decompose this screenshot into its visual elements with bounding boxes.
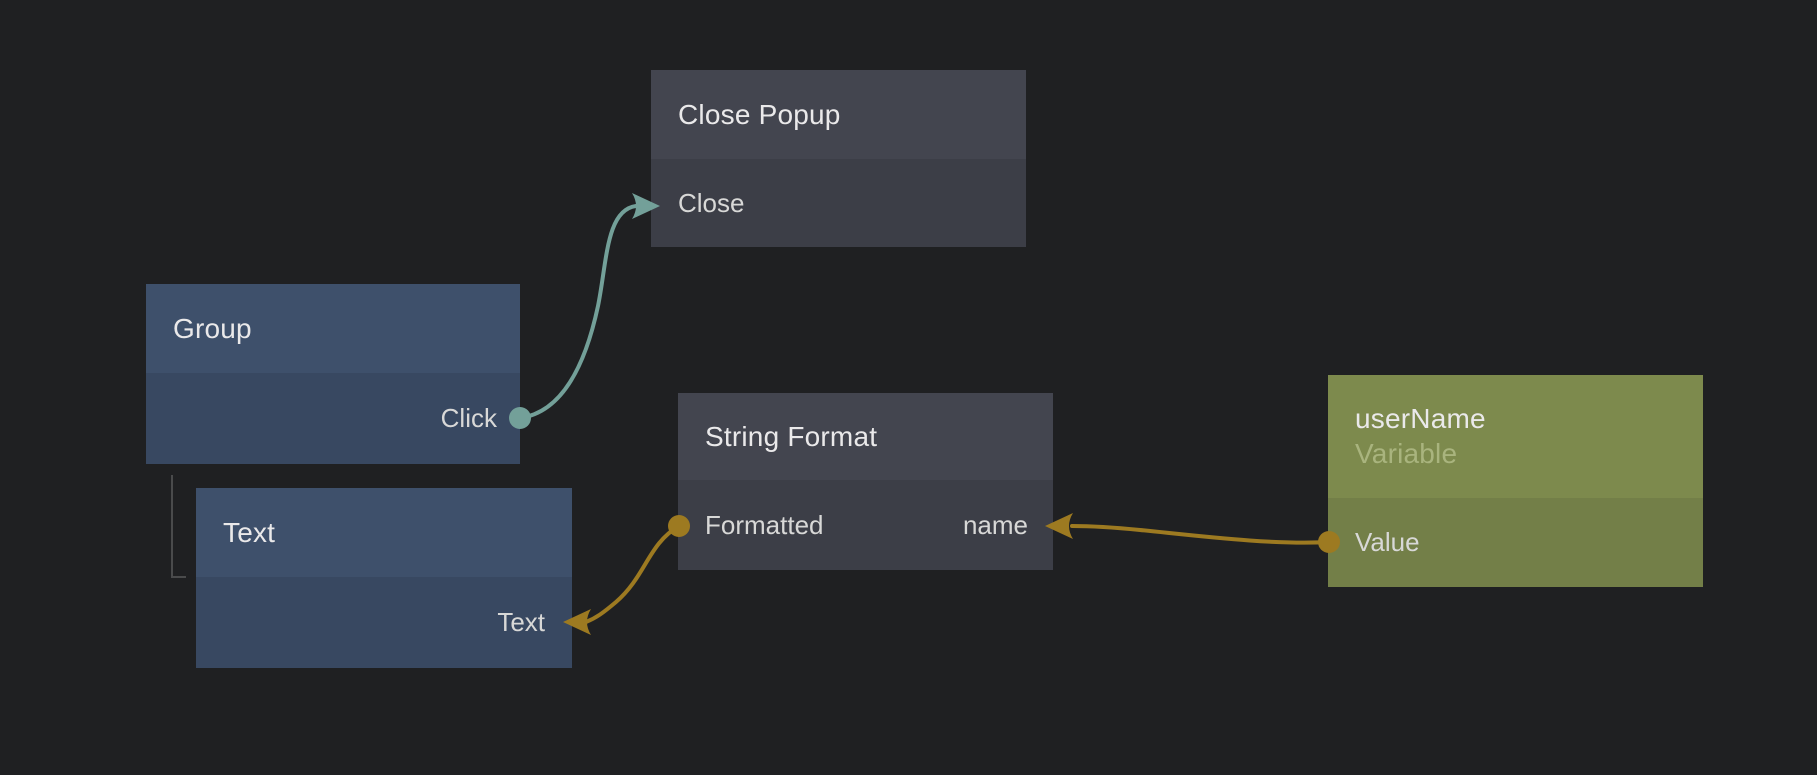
node-title: Text (223, 516, 276, 548)
wire-value-to-name[interactable] (1070, 524, 1331, 545)
node-close-popup-header: Close Popup (651, 70, 1026, 159)
node-string-format[interactable]: String Format Formatted name (678, 393, 1053, 570)
pin-label: Value (1355, 527, 1420, 557)
pin-click-output[interactable]: Click (146, 373, 520, 464)
node-username-variable[interactable]: userName Variable Value (1328, 375, 1703, 587)
pin-label: Click (440, 403, 497, 433)
hierarchy-connector-group-to-text (171, 475, 186, 578)
wire-formatted-to-text[interactable] (584, 524, 681, 624)
pin-label: Text (497, 607, 545, 637)
node-title: userName (1355, 403, 1486, 435)
pin-label: Close (678, 187, 745, 218)
node-group-header: Group (146, 284, 520, 373)
node-text-header: Text (196, 488, 572, 577)
wire-click-to-close[interactable] (518, 204, 638, 420)
pin-name-input[interactable]: name (962, 509, 1028, 540)
node-close-popup[interactable]: Close Popup Close (651, 70, 1026, 247)
node-title: Close Popup (678, 98, 841, 130)
pin-text-input[interactable]: Text (196, 577, 572, 668)
node-text[interactable]: Text Text (196, 488, 572, 668)
pin-value-output[interactable]: Value (1328, 498, 1703, 587)
node-group[interactable]: Group Click (146, 284, 520, 464)
node-string-format-pins: Formatted name (678, 480, 1053, 570)
node-title: String Format (705, 420, 878, 452)
node-title: Group (173, 312, 252, 344)
node-subtitle: Variable (1355, 437, 1458, 469)
pin-formatted-output[interactable]: Formatted (705, 509, 824, 540)
node-username-header: userName Variable (1328, 375, 1703, 498)
node-string-format-header: String Format (678, 393, 1053, 480)
pin-close-input[interactable]: Close (651, 159, 1026, 247)
